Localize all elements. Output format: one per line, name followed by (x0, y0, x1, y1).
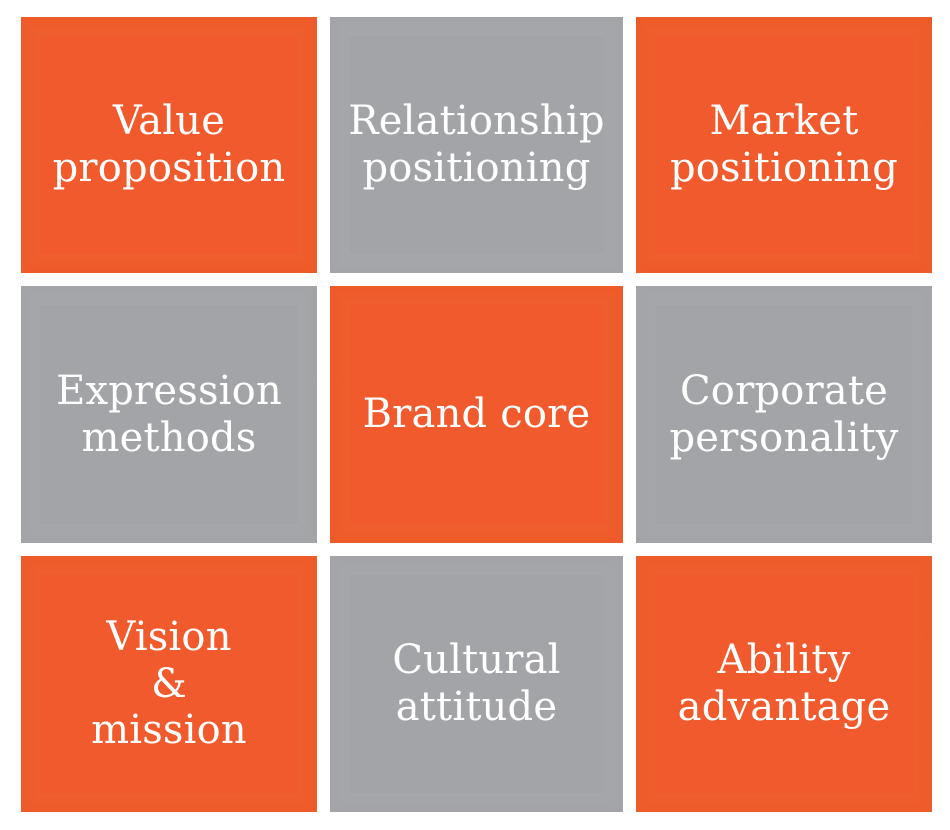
tile-market-positioning[interactable]: Market positioning (636, 17, 932, 273)
tile-brand-core[interactable]: Brand core (330, 286, 623, 543)
tile-face: Vision & mission (40, 575, 298, 793)
nine-grid: Value proposition Relationship positioni… (21, 17, 932, 812)
tile-label: Ability advantage (677, 637, 891, 730)
tile-label: Market positioning (669, 98, 899, 191)
tile-label: Expression methods (56, 367, 282, 461)
tile-face: Ability advantage (655, 575, 913, 793)
tile-label: Cultural attitude (392, 637, 561, 730)
tile-face: Brand core (349, 305, 604, 524)
tile-face: Cultural attitude (349, 575, 604, 793)
tile-corporate-personality[interactable]: Corporate personality (636, 286, 932, 543)
tile-vision-and-mission[interactable]: Vision & mission (21, 556, 317, 812)
tile-label: Brand core (362, 391, 591, 438)
tile-face: Relationship positioning (348, 36, 604, 254)
tile-relationship-positioning[interactable]: Relationship positioning (330, 17, 623, 273)
tile-label: Corporate personality (669, 367, 899, 461)
tile-face: Expression methods (40, 305, 298, 524)
tile-cultural-attitude[interactable]: Cultural attitude (330, 556, 623, 812)
tile-expression-methods[interactable]: Expression methods (21, 286, 317, 543)
tile-label: Vision & mission (91, 613, 247, 754)
tile-label: Relationship positioning (348, 98, 605, 191)
tile-face: Market positioning (655, 36, 913, 254)
tile-ability-advantage[interactable]: Ability advantage (636, 556, 932, 812)
tile-face: Corporate personality (655, 305, 913, 524)
tile-value-proposition[interactable]: Value proposition (21, 17, 317, 273)
tile-face: Value proposition (40, 36, 298, 254)
tile-label: Value proposition (52, 98, 286, 191)
